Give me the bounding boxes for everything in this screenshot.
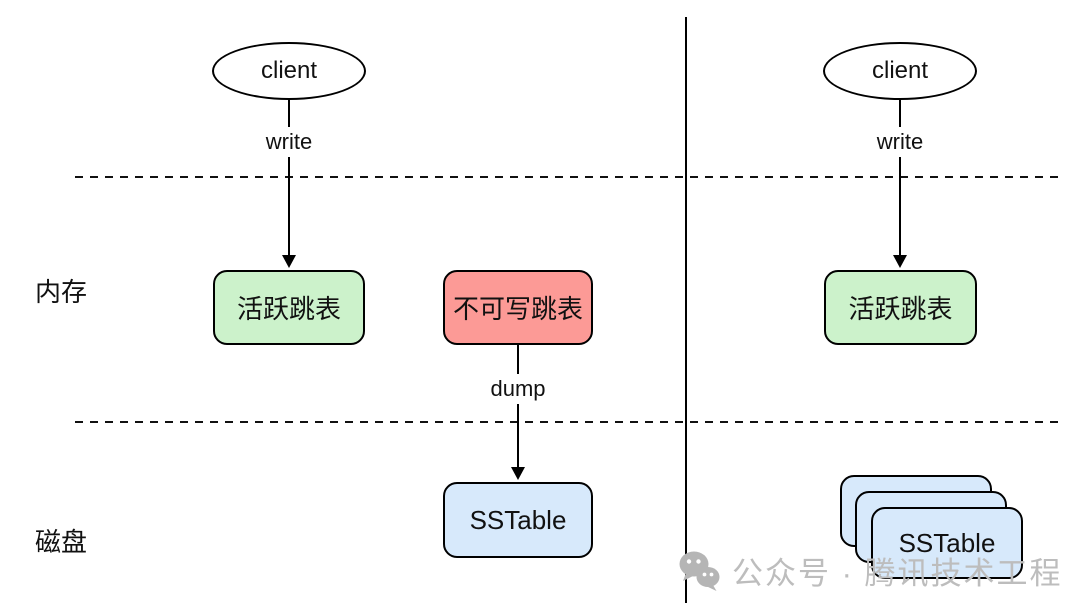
- active-skiplist-label-left: 活跃跳表: [236, 294, 341, 324]
- write-edge-label-left: write: [259, 127, 319, 157]
- memory-boundary-dashed-line: [75, 176, 1065, 178]
- active-skiplist-node-right: 活跃跳表: [824, 270, 977, 345]
- client-label-right: client: [871, 57, 929, 84]
- client-node-right: client: [823, 42, 977, 100]
- dump-arrowhead: [511, 467, 525, 480]
- active-skiplist-node-left: 活跃跳表: [213, 270, 365, 345]
- sstable-node-left: SSTable: [443, 482, 593, 558]
- memory-layer-label: 内存: [35, 277, 88, 307]
- client-label-left: client: [260, 57, 318, 84]
- watermark: 公众号 · 腾讯技术工程: [678, 548, 1063, 593]
- write-arrow-line-left: [288, 100, 290, 257]
- active-skiplist-label-right: 活跃跳表: [848, 294, 953, 324]
- write-edge-label-right: write: [870, 127, 930, 157]
- panel-divider-line: [685, 17, 687, 603]
- write-arrowhead-left: [282, 255, 296, 268]
- disk-layer-label: 磁盘: [35, 527, 88, 557]
- disk-boundary-dashed-line: [75, 421, 1065, 423]
- watermark-text: 公众号 · 腾讯技术工程: [732, 556, 1063, 591]
- sstable-label-left: SSTable: [469, 504, 567, 535]
- sstable-label-right: SSTable: [898, 527, 996, 558]
- immutable-skiplist-label: 不可写跳表: [452, 294, 583, 324]
- sstable-stack-front: SSTable: [871, 507, 1023, 579]
- write-arrow-line-right: [899, 100, 901, 257]
- dump-arrow-line: [517, 345, 519, 468]
- client-node-left: client: [212, 42, 366, 100]
- dump-edge-label: dump: [484, 374, 552, 404]
- wechat-icon: [678, 549, 722, 593]
- write-arrowhead-right: [893, 255, 907, 268]
- immutable-skiplist-node: 不可写跳表: [443, 270, 593, 345]
